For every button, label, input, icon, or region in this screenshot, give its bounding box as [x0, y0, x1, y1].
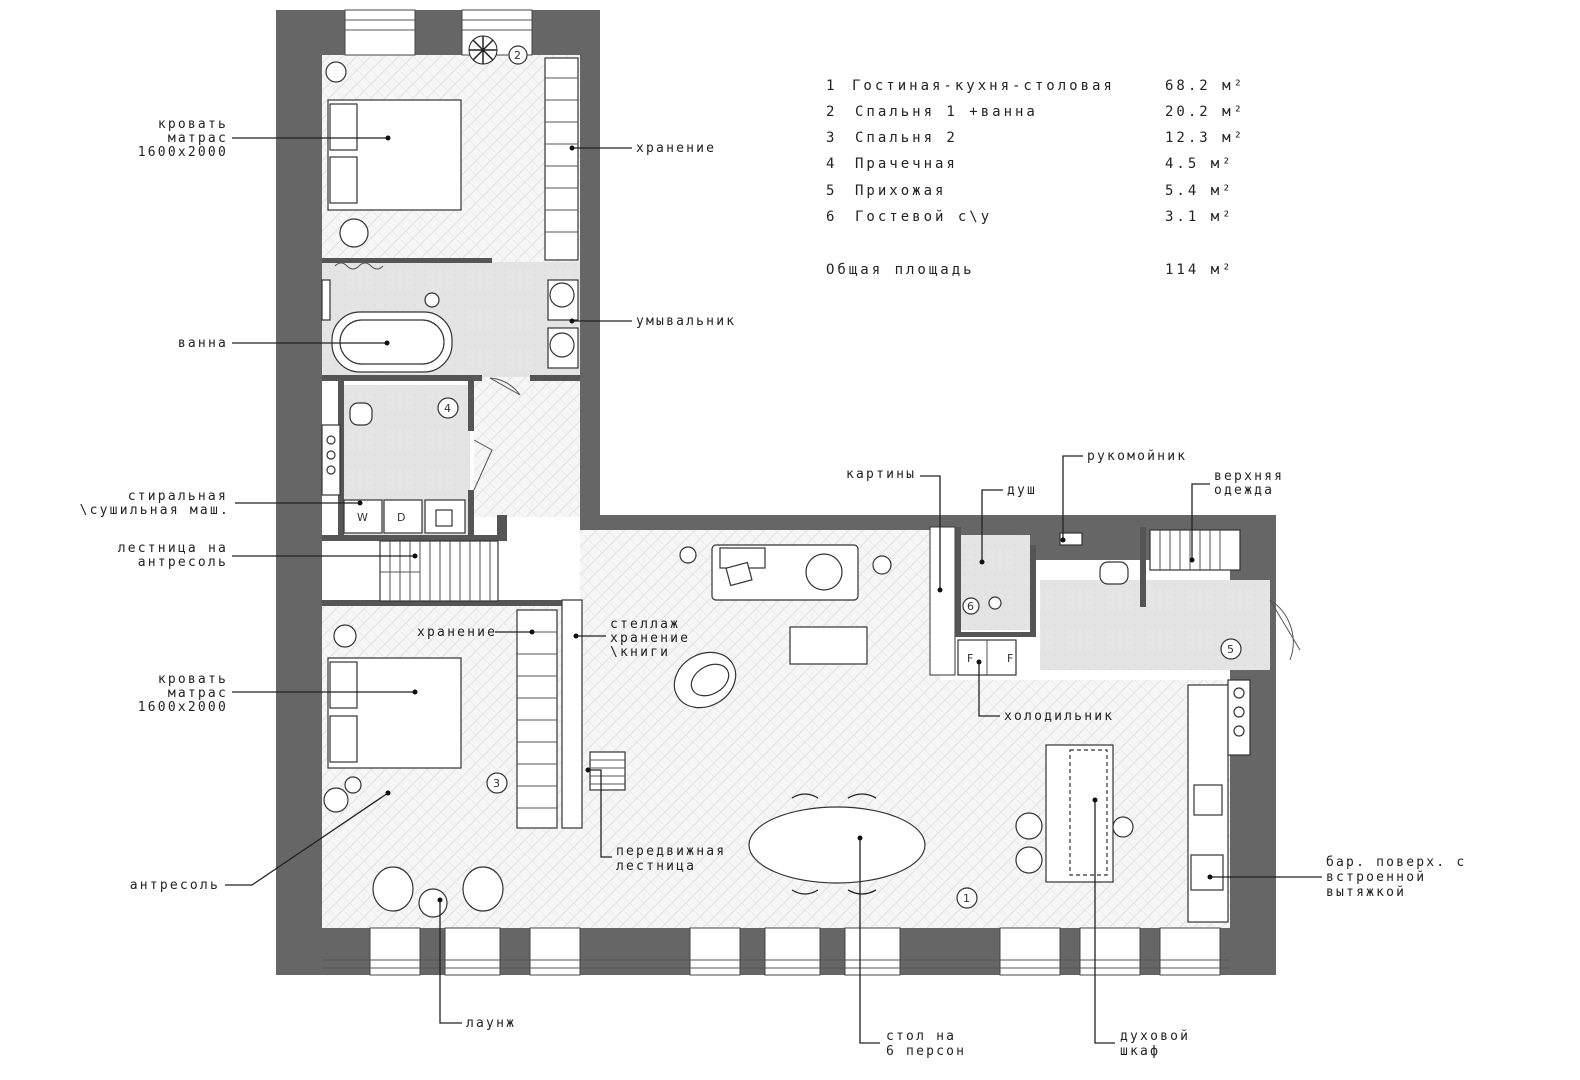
svg-text:6 персон: 6 персон: [886, 1044, 966, 1059]
svg-text:1: 1: [826, 78, 837, 94]
svg-text:6: 6: [967, 600, 974, 613]
svg-text:4: 4: [826, 156, 837, 172]
svg-text:передвижная: передвижная: [616, 844, 726, 859]
svg-text:стеллаж: стеллаж: [610, 617, 680, 632]
guest-wc-hall: F F 6 5: [957, 529, 1301, 676]
svg-text:кровать: кровать: [158, 117, 228, 132]
svg-text:матрас: матрас: [168, 131, 228, 146]
svg-text:1: 1: [963, 892, 970, 905]
label-storage-1: хранение: [636, 141, 716, 156]
label-shelving: стеллаж хранение \книги: [610, 617, 690, 660]
svg-text:Спальня 2: Спальня 2: [855, 130, 958, 146]
bedroom-2: 3: [323, 599, 583, 829]
svg-text:стол на: стол на: [886, 1029, 956, 1044]
floors: [322, 55, 1270, 928]
svg-text:Гостиная-кухня-столовая: Гостиная-кухня-столовая: [852, 78, 1115, 94]
master-bath: [321, 262, 579, 396]
svg-text:D: D: [397, 511, 405, 524]
svg-text:вытяжкой: вытяжкой: [1326, 885, 1406, 900]
legend-total-area: 114 м²: [1165, 262, 1234, 278]
legend-row: 1 Гостиная-кухня-столовая 68.2 м²: [826, 78, 1245, 94]
plant-icon: [468, 35, 498, 65]
svg-text:лестница: лестница: [616, 859, 696, 874]
label-sink: умывальник: [636, 314, 736, 329]
mobile-ladder: [589, 751, 626, 791]
dining-area: 1: [748, 793, 1043, 909]
svg-text:Прихожая: Прихожая: [855, 183, 946, 199]
svg-text:5: 5: [826, 183, 837, 199]
svg-text:3.1 м²: 3.1 м²: [1165, 209, 1234, 225]
bedroom-1: 2: [325, 35, 579, 261]
label-outerwear: верхняя одежда: [1214, 469, 1284, 498]
legend-row: 3 Спальня 2 12.3 м²: [826, 130, 1245, 146]
legend-row: 5 Прихожая 5.4 м²: [826, 183, 1234, 199]
annotation-labels: кровать матрас 1600x2000 хранение ванна …: [80, 117, 1466, 1059]
svg-text:5.4 м²: 5.4 м²: [1165, 183, 1234, 199]
svg-text:6: 6: [826, 209, 837, 225]
kitchen: [1045, 679, 1251, 923]
svg-text:\сушильная маш.: \сушильная маш.: [80, 503, 230, 518]
svg-text:встроенной: встроенной: [1326, 870, 1426, 885]
svg-text:\книги: \книги: [610, 645, 670, 660]
label-handbasin: рукомойник: [1087, 449, 1187, 464]
svg-text:W: W: [357, 511, 368, 524]
room-legend: 1 Гостиная-кухня-столовая 68.2 м² 2 Спал…: [826, 78, 1245, 278]
svg-text:20.2 м²: 20.2 м²: [1165, 104, 1245, 120]
label-table: стол на 6 персон: [886, 1029, 966, 1059]
svg-text:68.2 м²: 68.2 м²: [1165, 78, 1245, 94]
svg-text:кровать: кровать: [158, 672, 228, 687]
leader-lines: [225, 135, 1322, 1044]
label-oven: духовой шкаф: [1120, 1029, 1190, 1059]
label-bed-2: кровать матрас 1600x2000: [138, 672, 228, 715]
interior-walls: [322, 258, 1146, 676]
svg-text:F: F: [967, 652, 973, 665]
svg-text:3: 3: [493, 777, 500, 790]
svg-text:4.5 м²: 4.5 м²: [1165, 156, 1234, 172]
svg-text:бар. поверх. с: бар. поверх. с: [1326, 855, 1466, 870]
svg-text:1600x2000: 1600x2000: [138, 145, 228, 160]
svg-text:духовой: духовой: [1120, 1029, 1190, 1044]
svg-text:2: 2: [514, 49, 521, 62]
svg-text:12.3 м²: 12.3 м²: [1165, 130, 1245, 146]
svg-text:5: 5: [1227, 643, 1234, 656]
svg-text:лестница на: лестница на: [118, 541, 228, 556]
svg-text:Гостевой с\у: Гостевой с\у: [855, 209, 992, 225]
legend-row: 2 Спальня 1 +ванна 20.2 м²: [826, 104, 1245, 120]
label-ladder: передвижная лестница: [616, 844, 726, 874]
svg-text:3: 3: [826, 130, 837, 146]
svg-text:стиральная: стиральная: [128, 489, 228, 504]
label-washer: стиральная \сушильная маш.: [80, 489, 230, 518]
laundry: W D 4: [321, 397, 493, 534]
svg-text:4: 4: [444, 402, 451, 415]
label-paintings: картины: [846, 467, 916, 482]
svg-text:Спальня 1 +ванна: Спальня 1 +ванна: [855, 104, 1038, 120]
label-stairs: лестница на антресоль: [118, 541, 228, 570]
label-shower: душ: [1007, 483, 1037, 498]
label-storage-2: хранение: [417, 625, 497, 640]
svg-text:матрас: матрас: [168, 686, 228, 701]
stairs: [379, 540, 499, 602]
legend-row: 4 Прачечная 4.5 м²: [826, 156, 1234, 172]
legend-row: 6 Гостевой с\у 3.1 м²: [826, 209, 1234, 225]
svg-text:Прачечная: Прачечная: [855, 156, 958, 172]
label-mezzanine: антресоль: [130, 878, 220, 893]
svg-text:хранение: хранение: [610, 631, 690, 646]
label-fridge: холодильник: [1004, 709, 1114, 724]
label-lounge: лаунж: [466, 1016, 516, 1031]
lounge: [372, 866, 504, 918]
svg-text:F: F: [1007, 652, 1013, 665]
living-room: [673, 544, 892, 709]
label-bed-1: кровать матрас 1600x2000: [138, 117, 228, 160]
label-bath: ванна: [178, 336, 228, 351]
bottom-windows: [322, 927, 1230, 976]
svg-text:1600x2000: 1600x2000: [138, 700, 228, 715]
svg-text:одежда: одежда: [1214, 483, 1274, 498]
svg-text:верхняя: верхняя: [1214, 469, 1284, 484]
legend-total-label: Общая площадь: [826, 262, 975, 278]
svg-text:2: 2: [826, 104, 837, 120]
svg-text:антресоль: антресоль: [138, 555, 228, 570]
label-bar: бар. поверх. с встроенной вытяжкой: [1326, 855, 1466, 900]
svg-text:шкаф: шкаф: [1120, 1044, 1160, 1059]
